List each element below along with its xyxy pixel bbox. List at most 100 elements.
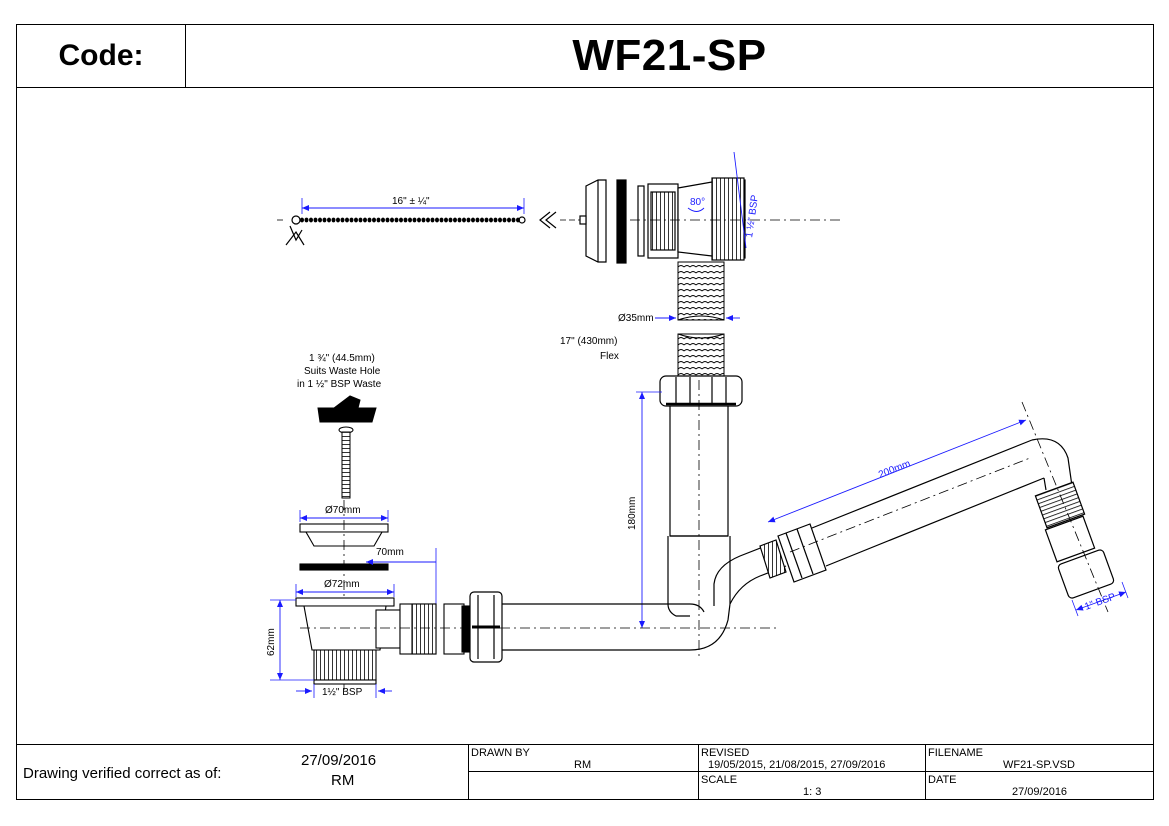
chain-link [439, 217, 444, 223]
chain-link [426, 217, 430, 223]
bottom-thread-label: 1½" BSP [322, 687, 363, 698]
plug-label-line3: in 1 ½" BSP Waste [297, 379, 382, 390]
dimension-flange-diameter: Ø70mm [299, 505, 389, 522]
chain-link [390, 217, 394, 223]
waste-body [295, 597, 473, 685]
chain-link [358, 217, 363, 223]
date-label: DATE [928, 774, 957, 786]
angle-label: 80° [690, 197, 705, 208]
product-code: WF21-SP [572, 31, 767, 80]
flex-length-line2: Flex [600, 351, 619, 362]
chain-link [430, 217, 435, 223]
chain-link [318, 217, 322, 223]
plug [317, 395, 377, 499]
divider [468, 771, 1153, 772]
chain-link [484, 217, 489, 223]
riser-height-label: 180mm [627, 497, 638, 530]
filename-label: FILENAME [928, 747, 984, 759]
chain-link [313, 217, 318, 223]
chain-link [331, 217, 336, 223]
chain-length-label: 16" ± ¼" [392, 195, 430, 207]
chain-link [327, 217, 331, 223]
top-thread-label: 1 ½" BSP [744, 194, 761, 238]
chain-link [372, 217, 376, 223]
body-height-label: 62mm [266, 628, 277, 656]
chain-link [345, 217, 349, 223]
chain-link [471, 217, 475, 223]
body-diameter-label: Ø72mm [324, 579, 360, 590]
chain-link [475, 217, 480, 223]
chain-link [394, 217, 399, 223]
chain-link [435, 217, 439, 223]
arm-length-label: 200mm [877, 458, 912, 480]
horizontal-pipe [300, 591, 780, 663]
chain-link [322, 217, 327, 223]
chain-link [498, 217, 502, 223]
chain-link [304, 217, 309, 223]
dimension-flex-diameter: Ø35mm [618, 313, 740, 324]
chain-link [300, 217, 304, 223]
chain-link [408, 217, 412, 223]
verification-block: Drawing verified correct as of: 27/09/20… [17, 744, 1153, 799]
revised-value: 19/05/2015, 21/08/2015, 27/09/2016 [708, 759, 886, 771]
flex-diameter-label: Ø35mm [618, 313, 654, 324]
chain-link [507, 217, 511, 223]
chain-link [502, 217, 507, 223]
plug-label-line1: 1 ¾" (44.5mm) [309, 353, 375, 364]
flange-diameter-label: Ø70mm [325, 505, 361, 516]
dimension-chain-length: 16" ± ¼" [301, 195, 525, 214]
outlet-arm [713, 401, 1115, 613]
chain-link [381, 217, 385, 223]
title-block: Code: WF21-SP [17, 25, 1153, 88]
filename-value: WF21-SP.VSD [1003, 759, 1075, 771]
chain-assembly [277, 211, 580, 246]
verified-label: Drawing verified correct as of: [23, 765, 222, 782]
date-value: 27/09/2016 [1012, 786, 1068, 798]
chain-link [448, 217, 453, 223]
chain-link [457, 217, 462, 223]
chain-link [417, 217, 421, 223]
gasket-width-label: 70mm [376, 547, 404, 558]
drawing-frame: Code: WF21-SP Drawing verified correct a… [16, 24, 1154, 800]
divider [698, 745, 699, 799]
revised-label: REVISED [701, 747, 750, 759]
chain-link [309, 217, 313, 223]
verified-by: RM [331, 772, 355, 789]
chain-link [385, 217, 390, 223]
divider [468, 745, 469, 799]
dimension-riser-height: 180mm [627, 391, 662, 628]
chain-link [403, 217, 408, 223]
dimension-bottom-thread: 1½" BSP [296, 684, 392, 698]
scale-value: 1: 3 [803, 786, 822, 798]
verified-date: 27/09/2016 [301, 752, 377, 769]
divider [925, 745, 926, 799]
overflow-head [579, 177, 840, 264]
chain-link [466, 217, 471, 223]
chain-link [349, 217, 354, 223]
riser-tube [667, 380, 731, 660]
chain-link [493, 217, 498, 223]
chain-link [354, 217, 358, 223]
plug-label-line2: Suits Waste Hole [304, 366, 381, 377]
scale-label: SCALE [701, 774, 738, 786]
code-label: Code: [17, 25, 186, 87]
chain-link [489, 217, 493, 223]
chain-link [453, 217, 457, 223]
chain-link [367, 217, 372, 223]
chain-link [412, 217, 417, 223]
chain-link [363, 217, 367, 223]
chain-link [376, 217, 381, 223]
drawn-by-label: DRAWN BY [471, 747, 530, 759]
chain-link [511, 217, 516, 223]
chain-links [300, 217, 520, 223]
chain-link [340, 217, 345, 223]
chain-link [444, 217, 448, 223]
chain-link [421, 217, 426, 223]
dimension-body-height: 62mm [266, 599, 314, 681]
dimension-angle: 80° [687, 197, 705, 212]
chain-link [462, 217, 466, 223]
outlet-thread-label: 1" BSP [1083, 591, 1117, 612]
drawn-by-value: RM [574, 759, 592, 771]
chain-link [399, 217, 403, 223]
